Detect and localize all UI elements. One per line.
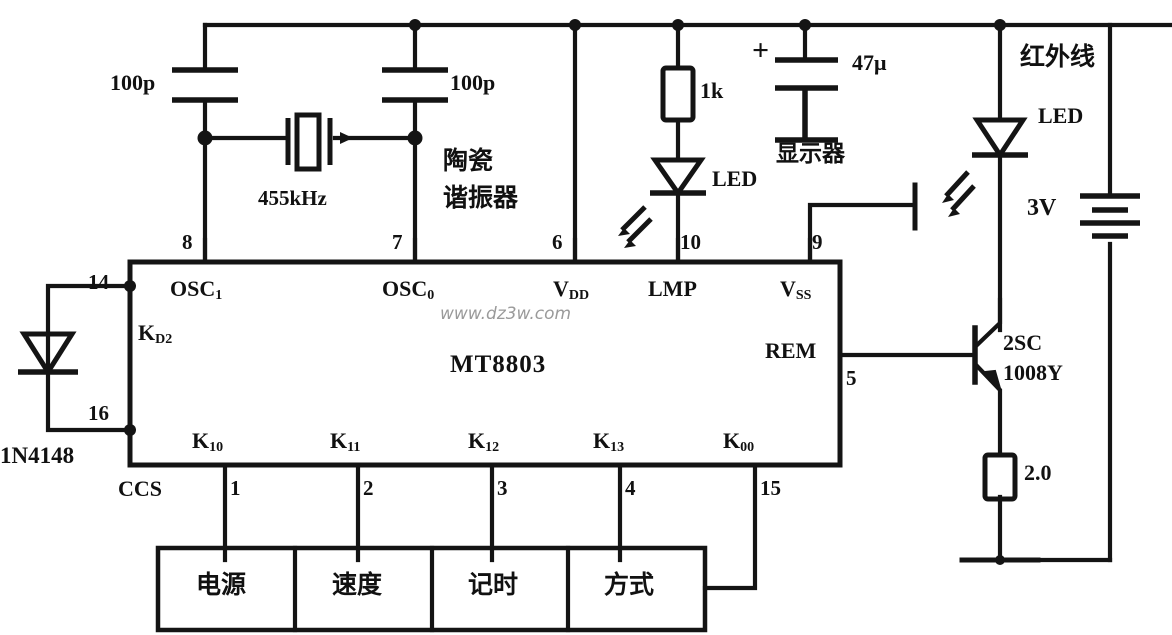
ic-port-kd2-text: K — [138, 320, 156, 345]
ic-port-osc1-sub: 1 — [215, 288, 223, 304]
battery-3v-symbol — [1080, 193, 1140, 239]
pin-number-14: 14 — [88, 270, 109, 294]
ic-port-vdd: VDD — [553, 278, 589, 303]
pin-number-1: 1 — [230, 476, 241, 500]
label-infrared: 红外线 — [1020, 42, 1096, 71]
ic-port-k11-sub: 11 — [347, 440, 361, 456]
label-cap-left: 100p — [110, 70, 156, 95]
label-diode-1n4148: 1N4148 — [0, 443, 75, 468]
cap-47u-symbol — [775, 57, 838, 143]
label-resistor-emitter: 2.0 — [1024, 460, 1052, 485]
transistor-emitter — [974, 363, 1003, 458]
ic-port-k11-text: K — [330, 428, 348, 453]
ic-port-k13-text: K — [593, 428, 611, 453]
ic-port-k13: K13 — [593, 430, 624, 455]
label-cap-47u: 47μ — [852, 50, 887, 75]
pin-number-10: 10 — [680, 230, 701, 254]
wire-pin15-down — [702, 462, 758, 591]
ic-port-k10-text: K — [192, 428, 210, 453]
ic-port-lmp: LMP — [648, 278, 697, 303]
ic-port-osc0: OSC0 — [382, 278, 434, 303]
resistor-1k-symbol — [660, 65, 696, 123]
ic-port-vss-text: V — [780, 276, 796, 301]
pin-number-7: 7 — [392, 230, 403, 254]
ic-port-kd2: KD2 — [138, 322, 172, 347]
label-ceramic-resonator-line1: 陶瓷 — [443, 146, 494, 175]
ic-port-lmp-text: LMP — [648, 276, 697, 301]
junction-dots — [124, 19, 1006, 565]
resonator-arrow — [340, 132, 353, 144]
label-transistor-line2: 1008Y — [1003, 360, 1063, 385]
ic-port-k12-sub: 12 — [485, 440, 500, 456]
ic-port-k12-text: K — [468, 428, 486, 453]
ic-port-k12: K12 — [468, 430, 499, 455]
ic-port-osc1-text: OSC — [170, 276, 216, 301]
label-cap-polarity-plus: + — [752, 34, 770, 67]
ic-port-vss: VSS — [780, 278, 811, 303]
label-resonator-frequency: 455kHz — [258, 186, 327, 210]
label-led-lamp: LED — [712, 166, 758, 191]
pin-number-5: 5 — [846, 366, 857, 390]
ic-port-k13-sub: 13 — [610, 440, 625, 456]
ic-port-vss-sub: SS — [795, 288, 812, 304]
label-resistor-1k: 1k — [700, 78, 724, 103]
cap-100p-right — [382, 67, 448, 103]
label-ceramic-resonator-line2: 谐振器 — [443, 183, 519, 212]
ic-port-k00-sub: 00 — [740, 440, 755, 456]
ic-port-k00: K00 — [723, 430, 754, 455]
ic-port-kd2-sub: D2 — [155, 332, 173, 348]
label-battery-3v: 3V — [1027, 195, 1057, 221]
led-lamp-symbol — [618, 157, 706, 248]
transistor-emitter-arrow — [982, 369, 1001, 389]
ic-body — [127, 259, 843, 468]
label-ir-led: LED — [1038, 103, 1084, 128]
transistor-collector — [974, 297, 1003, 348]
ic-port-osc0-sub: 0 — [427, 288, 435, 304]
pin-number-2: 2 — [363, 476, 374, 500]
switch-button-power[interactable]: 电源 — [196, 570, 247, 599]
ic-port-k00-text: K — [723, 428, 741, 453]
ic-port-k10: K10 — [192, 430, 223, 455]
pin-number-8: 8 — [182, 230, 193, 254]
switch-button-timer[interactable]: 记时 — [468, 570, 519, 599]
ic-port-osc0-text: OSC — [382, 276, 428, 301]
ic-port-vdd-text: V — [553, 276, 569, 301]
ic-port-rem-text: REM — [765, 338, 817, 363]
ic-port-osc1: OSC1 — [170, 278, 222, 303]
ic-port-rem: REM — [765, 340, 816, 362]
pin-number-15: 15 — [760, 476, 781, 500]
label-ccs: CCS — [118, 476, 163, 501]
ceramic-resonator-symbol — [285, 112, 333, 172]
pin-number-9: 9 — [812, 230, 823, 254]
switch-button-mode[interactable]: 方式 — [604, 570, 655, 599]
pin-number-6: 6 — [552, 230, 563, 254]
wire-diode-loop — [45, 283, 133, 433]
label-display: 显示器 — [776, 141, 845, 167]
resistor-2-0-symbol — [982, 452, 1018, 502]
ir-led-symbol — [942, 117, 1028, 217]
label-cap-right: 100p — [450, 70, 496, 95]
cap-100p-left — [172, 67, 238, 103]
pin-number-4: 4 — [625, 476, 636, 500]
pin-number-3: 3 — [497, 476, 508, 500]
ic-port-k11: K11 — [330, 430, 360, 455]
ic-part-number: MT8803 — [450, 351, 547, 378]
label-transistor-line1: 2SC — [1003, 330, 1043, 355]
watermark: www.dz3w.com — [440, 304, 572, 324]
ic-port-vdd-sub: DD — [568, 288, 590, 304]
diode-1n4148-symbol — [18, 331, 78, 377]
switch-button-speed[interactable]: 速度 — [332, 570, 383, 599]
pin-number-16: 16 — [88, 401, 109, 425]
ic-port-k10-sub: 10 — [209, 440, 224, 456]
wire-vss-to-gnd — [807, 202, 918, 265]
